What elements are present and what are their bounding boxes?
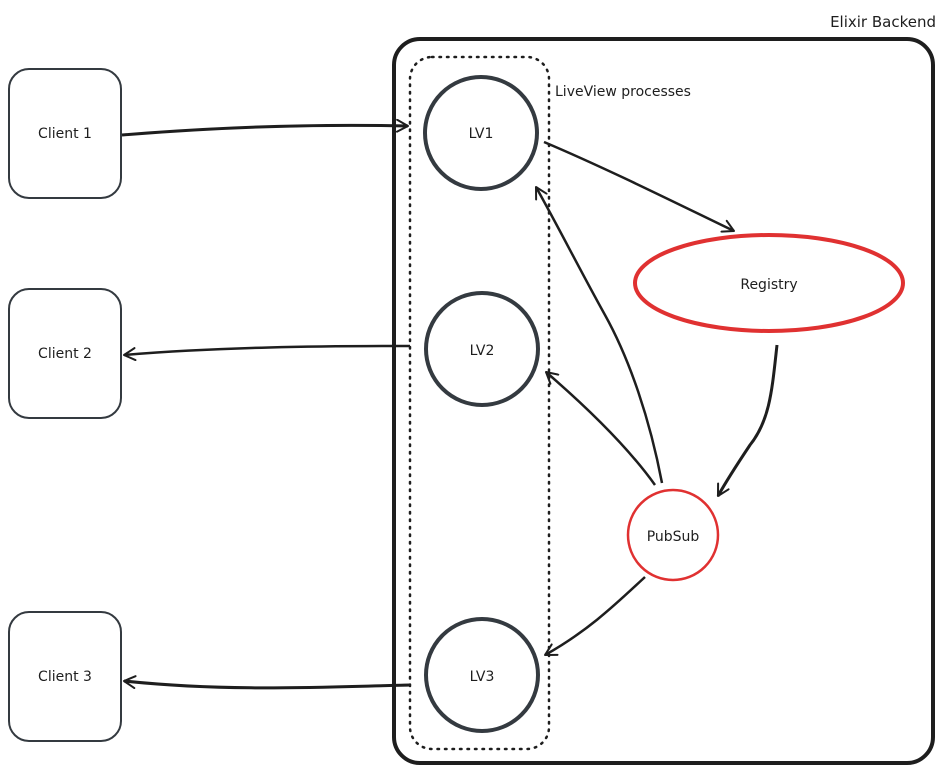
edge-lv1-to-registry[interactable] [543,140,735,233]
lv3-label: LV3 [470,669,495,685]
lv2-label: LV2 [470,343,495,359]
lv1-node[interactable]: LV1 [423,75,539,191]
lv1-label: LV1 [469,126,494,142]
liveview-processes-label: LiveView processes [555,84,691,100]
client-3-node[interactable]: Client 3 [8,611,122,742]
liveview-processes-group[interactable] [408,55,551,751]
edge-registry-to-pubsub[interactable] [716,344,779,497]
registry-node[interactable]: Registry [633,233,905,333]
client-1-label: Client 1 [38,126,92,142]
elixir-backend-label: Elixir Backend [830,13,936,31]
client-2-label: Client 2 [38,346,92,362]
edge-pubsub-to-lv3[interactable] [544,576,646,657]
edge-client1-to-lv1[interactable] [121,118,409,137]
client-1-node[interactable]: Client 1 [8,68,122,199]
edge-lv2-to-client2[interactable] [123,344,411,362]
registry-label: Registry [740,277,797,293]
edge-pubsub-to-lv2[interactable] [545,371,657,486]
pubsub-node[interactable]: PubSub [626,488,720,582]
edge-pubsub-to-lv1[interactable] [534,186,664,484]
pubsub-label: PubSub [647,529,700,545]
lv2-node[interactable]: LV2 [424,291,540,407]
edge-lv3-to-client3[interactable] [123,675,411,690]
lv3-node[interactable]: LV3 [424,617,540,733]
client-2-node[interactable]: Client 2 [8,288,122,419]
client-3-label: Client 3 [38,669,92,685]
elixir-backend-container[interactable] [392,37,935,765]
